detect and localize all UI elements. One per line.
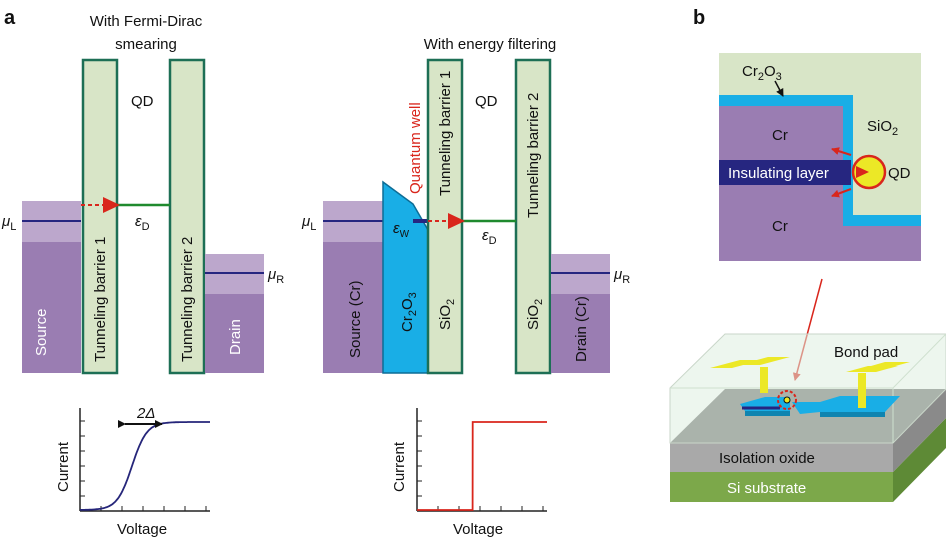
- inset-cr-bottom-label: Cr: [772, 218, 788, 235]
- oxide-side: [893, 389, 946, 472]
- bond-pad-left-top: [710, 360, 762, 368]
- electrode-right: [792, 396, 900, 414]
- panel-b-label: b: [693, 7, 705, 29]
- width-2delta-label: 2Δ: [136, 405, 155, 422]
- cr2o3-layer: [382, 180, 429, 374]
- qd-tunnel-arrow-down: [831, 188, 852, 198]
- right-sio2-2: SiO2: [525, 299, 545, 330]
- right-barrier2-label: Tunneling barrier 2: [525, 93, 542, 218]
- right-mu-r: μR: [613, 266, 630, 286]
- cr2o3-label: Cr2O3: [399, 292, 419, 332]
- qd-dot: [783, 396, 791, 404]
- inset-cr-top-label: Cr: [772, 127, 788, 144]
- left-barrier2-label: Tunneling barrier 2: [179, 237, 196, 362]
- left-plot-ticks: [80, 420, 207, 511]
- inset-qd-label: QD: [888, 165, 911, 182]
- right-source-label: Source (Cr): [347, 280, 364, 358]
- left-plot-ylabel: Current: [55, 441, 72, 492]
- inset-sio2-label: SiO2: [867, 118, 898, 138]
- tunneling-arrow-head: [103, 197, 120, 213]
- right-barrier1-label: Tunneling barrier 1: [437, 71, 454, 196]
- left-iv-curve: [80, 421, 210, 511]
- substrate-front: [670, 472, 893, 502]
- bond-pad-left-post: [760, 367, 768, 393]
- qd-tunnel-arrow-up: [831, 147, 852, 156]
- right-iv-curve: [417, 421, 547, 511]
- right-eps-d: εD: [482, 227, 497, 247]
- bond-pad-label: Bond pad: [834, 344, 898, 361]
- inset-cr2o3-label: Cr2O3: [742, 63, 782, 83]
- device-3d: Bond pad Isolation oxide Si substrate: [669, 333, 946, 502]
- isolation-oxide-label: Isolation oxide: [719, 450, 815, 467]
- oxide-front: [670, 443, 893, 472]
- electrode-right-edge: [820, 412, 885, 417]
- left-iv-plot: 2Δ Current Voltage: [55, 405, 210, 538]
- right-iv-plot: Current Voltage: [391, 408, 547, 538]
- right-mu-l: μL: [301, 213, 316, 233]
- left-mu-l: μL: [1, 213, 16, 233]
- right-plot-ticks: [417, 420, 544, 511]
- left-plot-xlabel: Voltage: [117, 521, 167, 538]
- insulating-layer: [719, 160, 851, 185]
- right-title: With energy filtering: [424, 36, 557, 53]
- left-mu-r: μR: [267, 266, 284, 286]
- right-tunneling-barrier-1: [426, 58, 464, 375]
- panel-a-label: a: [4, 7, 16, 29]
- right-tunneling-arrow-head: [448, 213, 465, 229]
- left-title-line1: With Fermi-Dirac: [90, 13, 203, 30]
- right-qd-label: QD: [475, 93, 498, 110]
- left-drain-label: Drain: [227, 319, 244, 355]
- right-tunneling-barrier-2: [514, 58, 552, 375]
- cr2o3-pointer: [774, 80, 784, 97]
- left-title-line2: smearing: [115, 36, 177, 53]
- si-substrate-label: Si substrate: [727, 480, 806, 497]
- left-eps-d: εD: [135, 213, 150, 233]
- tunneling-barrier-1: [81, 58, 119, 375]
- right-plot-ylabel: Current: [391, 441, 408, 492]
- electrode-left-edge: [745, 411, 790, 416]
- tunneling-barrier-2: [168, 58, 206, 375]
- bond-pad-right-post: [858, 373, 866, 408]
- quantum-well-label: Quantum well: [407, 102, 424, 194]
- bond-pad-right-top2: [864, 362, 910, 368]
- inset-insulating-label: Insulating layer: [728, 165, 829, 182]
- qd-center-arrow: [856, 166, 869, 178]
- qd-location-marker: [777, 390, 797, 410]
- left-barrier1-label: Tunneling barrier 1: [92, 237, 109, 362]
- left-source-label: Source: [33, 308, 50, 356]
- bond-pad-left-top2: [738, 357, 790, 365]
- right-eps-w: εW: [393, 220, 410, 240]
- cross-section-inset: Cr2O3 SiO2 Cr Cr Insulating layer QD: [719, 53, 921, 261]
- left-qd-label: QD: [131, 93, 154, 110]
- right-sio2-1: SiO2: [437, 299, 457, 330]
- right-drain-label: Drain (Cr): [573, 296, 590, 362]
- right-plot-xlabel: Voltage: [453, 521, 503, 538]
- substrate-side: [893, 418, 946, 502]
